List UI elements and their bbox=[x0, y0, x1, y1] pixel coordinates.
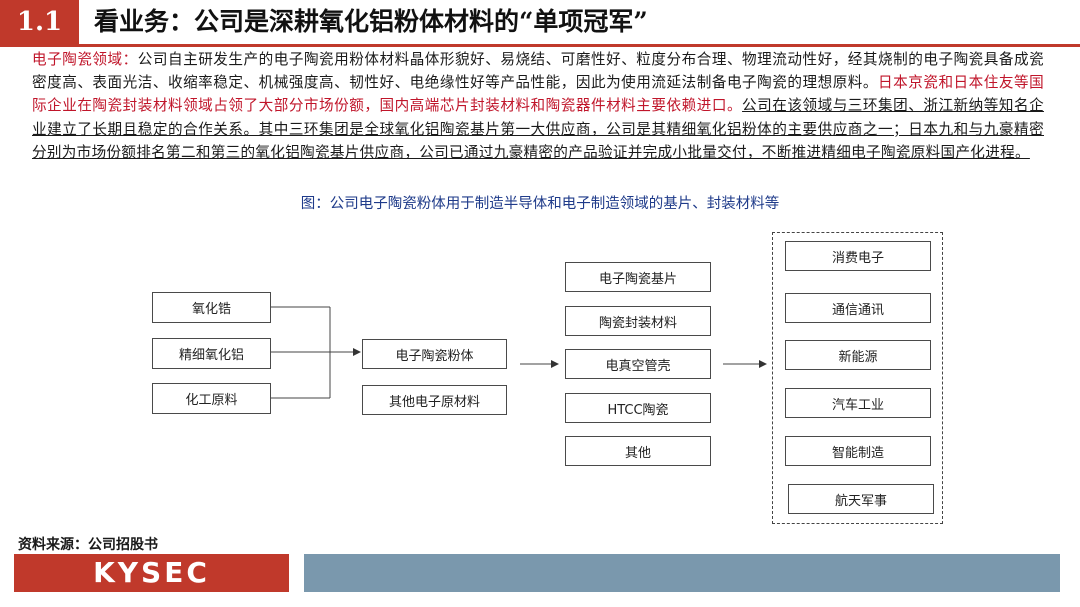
applications-group bbox=[772, 232, 943, 524]
product-box-substrate: 电子陶瓷基片 bbox=[565, 262, 711, 292]
application-box-consumer: 消费电子 bbox=[785, 241, 931, 271]
input-box-zirconia: 氧化锆 bbox=[152, 292, 271, 323]
paragraph-underlined: 公司在该领域与三环集团、浙江新纳等知名企业建立了长期且稳定的合作关系。其中三环集… bbox=[32, 97, 1044, 161]
footer-bar bbox=[304, 554, 1060, 592]
footer-logo-bar bbox=[14, 554, 289, 592]
application-box-new-energy: 新能源 bbox=[785, 340, 931, 370]
description-paragraph: 电子陶瓷领域：公司自主研发生产的电子陶瓷用粉体材料晶体形貌好、易烧结、可磨性好、… bbox=[32, 48, 1044, 164]
application-box-telecom: 通信通讯 bbox=[785, 293, 931, 323]
paragraph-highlight: 日本京瓷和日本住友等国际企业在陶瓷封装材料领域占领了大部分市场份额，国内高端芯片… bbox=[32, 74, 1044, 115]
input-box-chemicals: 化工原料 bbox=[152, 383, 271, 414]
product-box-htcc: HTCC陶瓷 bbox=[565, 393, 711, 423]
input-box-alumina: 精细氧化铝 bbox=[152, 338, 271, 369]
paragraph-text: 公司自主研发生产的电子陶瓷用粉体材料晶体形貌好、易烧结、可磨性好、粒度分布合理、… bbox=[32, 51, 1044, 92]
company-logo: KYSEC bbox=[93, 556, 210, 589]
page-title: 看业务：公司是深耕氧化铝粉体材料的“单项冠军” bbox=[94, 7, 648, 36]
product-box-vacuum-tube: 电真空管壳 bbox=[565, 349, 711, 379]
application-box-smart-manufacturing: 智能制造 bbox=[785, 436, 931, 466]
figure-caption: 图：公司电子陶瓷粉体用于制造半导体和电子制造领域的基片、封装材料等 bbox=[300, 196, 780, 212]
application-box-aerospace: 航天军事 bbox=[788, 484, 934, 514]
material-box-ceramic-powder: 电子陶瓷粉体 bbox=[362, 339, 507, 369]
material-box-other: 其他电子原材料 bbox=[362, 385, 507, 415]
product-box-other: 其他 bbox=[565, 436, 711, 466]
product-box-packaging: 陶瓷封装材料 bbox=[565, 306, 711, 336]
header-divider bbox=[0, 44, 1080, 47]
application-box-automotive: 汽车工业 bbox=[785, 388, 931, 418]
section-number-badge: 1.1 bbox=[0, 0, 79, 44]
paragraph-lead: 电子陶瓷领域： bbox=[32, 51, 138, 68]
source-note: 资料来源：公司招股书 bbox=[18, 537, 158, 553]
